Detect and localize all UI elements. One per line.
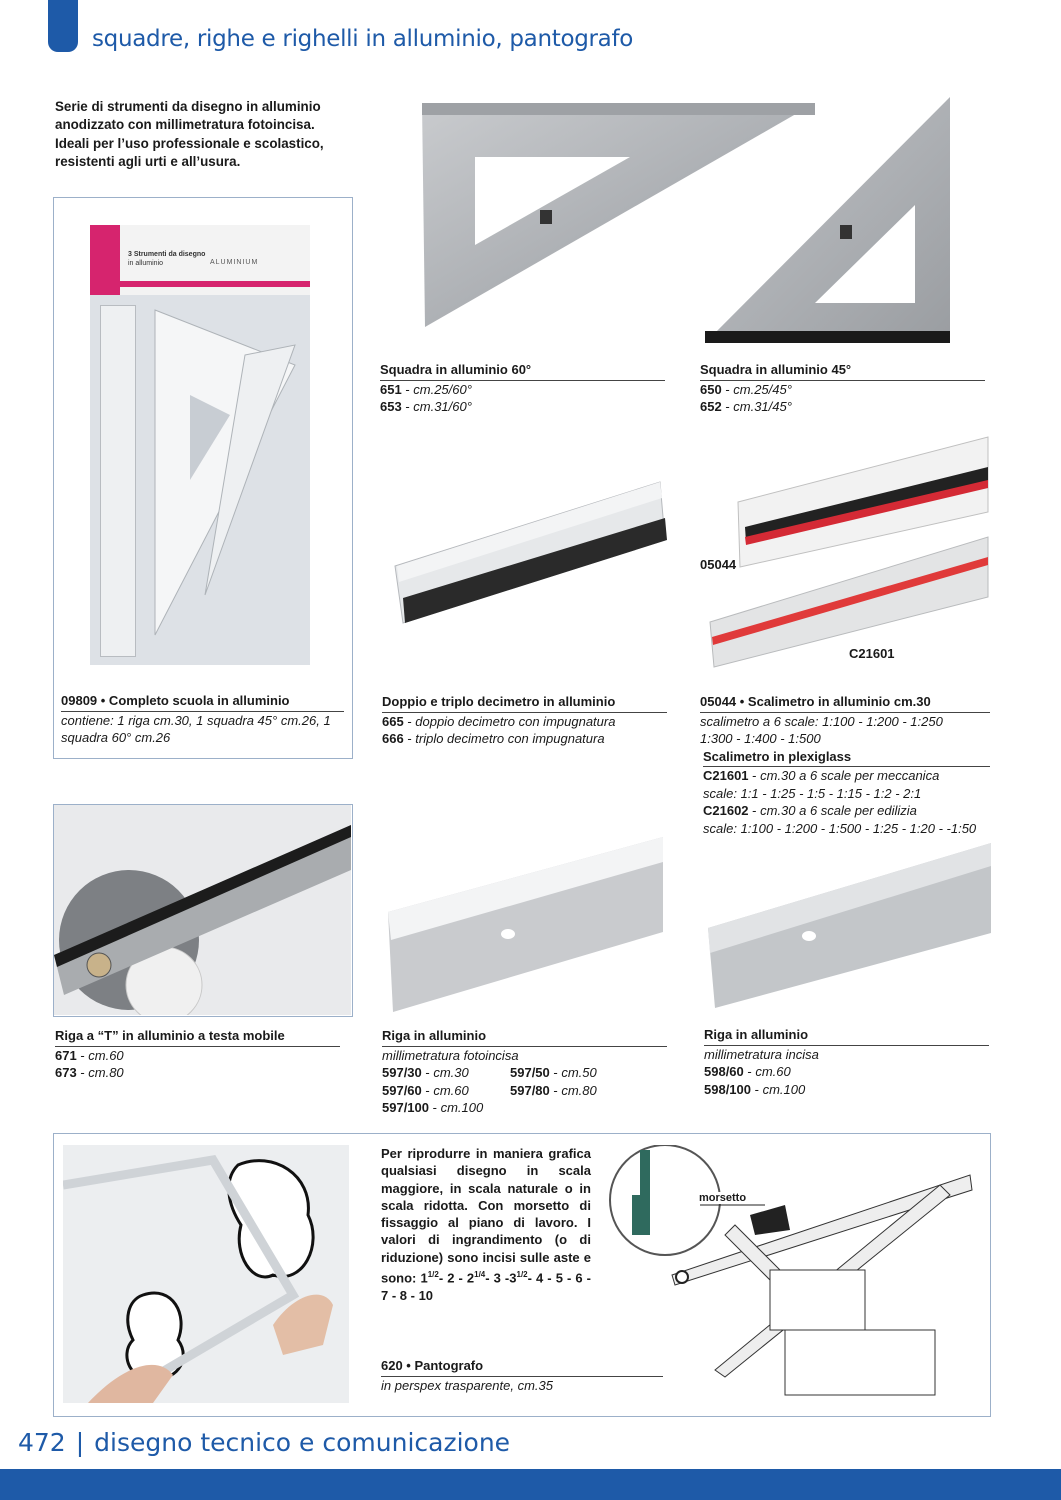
product-desc: cm.30 a 6 scale per edilizia xyxy=(760,803,917,818)
kit-package-image: 3 Strumenti da disegno in alluminio ALUM… xyxy=(90,225,310,665)
caption-squadra-45: Squadra in alluminio 45° 650 - cm.25/45°… xyxy=(700,361,985,416)
footer-separator: | xyxy=(75,1428,85,1457)
section-name: disegno tecnico e comunicazione xyxy=(94,1428,511,1457)
product-code: 598/100 xyxy=(704,1081,751,1097)
product-code: 597/50 xyxy=(510,1065,550,1080)
riga-incisa-image xyxy=(708,843,991,1008)
product-code: 673 xyxy=(55,1065,77,1080)
product-desc: cm.80 xyxy=(561,1082,597,1098)
tsquare-box xyxy=(53,804,353,1017)
product-desc: contiene: 1 riga cm.30, 1 squadra 45° cm… xyxy=(61,712,331,746)
value-sup: 1/2 xyxy=(516,1270,528,1280)
product-code: 598/60 xyxy=(704,1064,744,1079)
intro-text: Serie di strumenti da disegno in allumin… xyxy=(55,99,324,169)
label-morsetto: morsetto xyxy=(697,1192,749,1204)
riga-fotoincisa-image xyxy=(388,837,663,1012)
product-sub: millimetratura incisa xyxy=(704,1046,819,1062)
product-code: 653 xyxy=(380,399,402,414)
footer-bar xyxy=(0,1469,1061,1500)
pantograph-text: Per riprodurre in maniera grafica qualsi… xyxy=(381,1146,591,1286)
value-text: - 2 - 2 xyxy=(438,1270,475,1286)
caption-title: Riga in alluminio xyxy=(382,1027,667,1047)
scalimetro-image xyxy=(709,436,989,668)
page-title: squadre, righe e righelli in alluminio, … xyxy=(92,26,634,52)
product-desc: cm.25/45° xyxy=(733,381,792,397)
product-desc: cm.30 a 6 scale per meccanica xyxy=(760,768,940,783)
product-code: 665 xyxy=(382,713,404,729)
product-desc: cm.60 xyxy=(755,1064,791,1079)
decimetro-image xyxy=(394,481,667,624)
package-header: 3 Strumenti da disegno in alluminio ALUM… xyxy=(90,225,310,295)
caption-title: 620 • Pantografo xyxy=(381,1357,663,1377)
caption-title: 05044 • Scalimetro in alluminio cm.30 xyxy=(700,693,990,713)
product-desc: cm.80 xyxy=(88,1065,124,1080)
product-code: 652 xyxy=(700,399,722,414)
page-footer: 472 | disegno tecnico e comunicazione xyxy=(18,1428,510,1457)
package-band xyxy=(90,281,310,287)
product-desc: cm.60 xyxy=(88,1047,124,1063)
caption-kit: 09809 • Completo scuola in alluminio con… xyxy=(61,692,344,747)
caption-squadra-60: Squadra in alluminio 60° 651 - cm.25/60°… xyxy=(380,361,665,416)
pantograph-box xyxy=(53,1133,991,1417)
product-desc: cm.25/60° xyxy=(413,381,472,397)
product-desc: triplo decimetro con impugnatura xyxy=(415,731,605,746)
label-05044: 05044 xyxy=(700,557,737,572)
product-desc: scalimetro a 6 scale: 1:100 - 1:200 - 1:… xyxy=(700,713,943,729)
value-text: - 3 -3 xyxy=(485,1270,517,1286)
product-code: 666 xyxy=(382,731,404,746)
page-number: 472 xyxy=(18,1428,66,1457)
product-code: 650 xyxy=(700,381,722,397)
product-desc: in perspex trasparente, cm.35 xyxy=(381,1377,553,1393)
product-scales: scale: 1:100 - 1:200 - 1:500 - 1:25 - 1:… xyxy=(703,820,977,836)
caption-title-2: Scalimetro in plexiglass xyxy=(703,748,990,767)
kit-box xyxy=(53,197,353,759)
product-code: 597/100 xyxy=(382,1100,429,1115)
caption-tsquare: Riga a “T” in alluminio a testa mobile 6… xyxy=(55,1027,340,1082)
ruler xyxy=(100,305,136,657)
pantograph-drawing xyxy=(609,1145,973,1396)
product-desc: cm.100 xyxy=(440,1100,484,1115)
caption-scalimetro: 05044 • Scalimetro in alluminio cm.30 sc… xyxy=(700,693,990,837)
product-desc: cm.31/60° xyxy=(413,399,472,414)
product-code: C21602 xyxy=(703,803,749,818)
caption-title: 09809 • Completo scuola in alluminio xyxy=(61,692,344,712)
product-desc: cm.30 xyxy=(433,1065,469,1080)
caption-pantografo: 620 • Pantografo in perspex trasparente,… xyxy=(381,1357,663,1394)
caption-title: Riga a “T” in alluminio a testa mobile xyxy=(55,1027,340,1047)
package-line1: 3 Strumenti da disegno xyxy=(128,251,206,258)
package-line2: in alluminio xyxy=(128,260,164,267)
product-desc: cm.60 xyxy=(433,1082,469,1098)
pantograph-photo xyxy=(63,1145,349,1403)
product-desc: cm.31/45° xyxy=(733,399,792,414)
caption-decimetro: Doppio e triplo decimetro in alluminio 6… xyxy=(382,693,667,748)
caption-title: Doppio e triplo decimetro in alluminio xyxy=(382,693,667,713)
caption-title: Riga in alluminio xyxy=(704,1026,989,1046)
caption-riga-incisa: Riga in alluminio millimetratura incisa … xyxy=(704,1026,989,1098)
label-c21601: C21601 xyxy=(849,646,895,661)
tsquare-image xyxy=(54,805,351,1015)
value-text: - 4 - 5 - 6 - 7 - 8 - 10 xyxy=(381,1270,591,1303)
pantograph-description: Per riprodurre in maniera grafica qualsi… xyxy=(381,1145,591,1304)
value-sup: 1/2 xyxy=(427,1270,439,1280)
product-code: 597/60 xyxy=(382,1082,422,1098)
package-brand: ALUMINIUM xyxy=(210,259,259,266)
product-code: 651 xyxy=(380,381,402,397)
caption-title: Squadra in alluminio 45° xyxy=(700,361,985,381)
squares-in-package xyxy=(154,309,296,636)
caption-riga-fotoincisa: Riga in alluminio millimetratura fotoinc… xyxy=(382,1027,667,1117)
product-code: 597/80 xyxy=(510,1082,550,1098)
product-desc: cm.50 xyxy=(561,1065,597,1080)
caption-title: Squadra in alluminio 60° xyxy=(380,361,665,381)
product-desc: doppio decimetro con impugnatura xyxy=(415,713,616,729)
set-squares-image xyxy=(422,97,950,343)
product-scales: scale: 1:1 - 1:25 - 1:5 - 1:15 - 1:2 - 2… xyxy=(703,785,922,801)
value-sup: 1/4 xyxy=(474,1270,486,1280)
product-code: C21601 xyxy=(703,768,749,783)
product-code: 597/30 xyxy=(382,1065,422,1080)
product-code: 671 xyxy=(55,1047,77,1063)
product-desc: 1:300 - 1:400 - 1:500 xyxy=(700,731,821,746)
product-desc: cm.100 xyxy=(762,1081,806,1097)
header-tab xyxy=(48,0,78,52)
product-sub: millimetratura fotoincisa xyxy=(382,1047,519,1063)
